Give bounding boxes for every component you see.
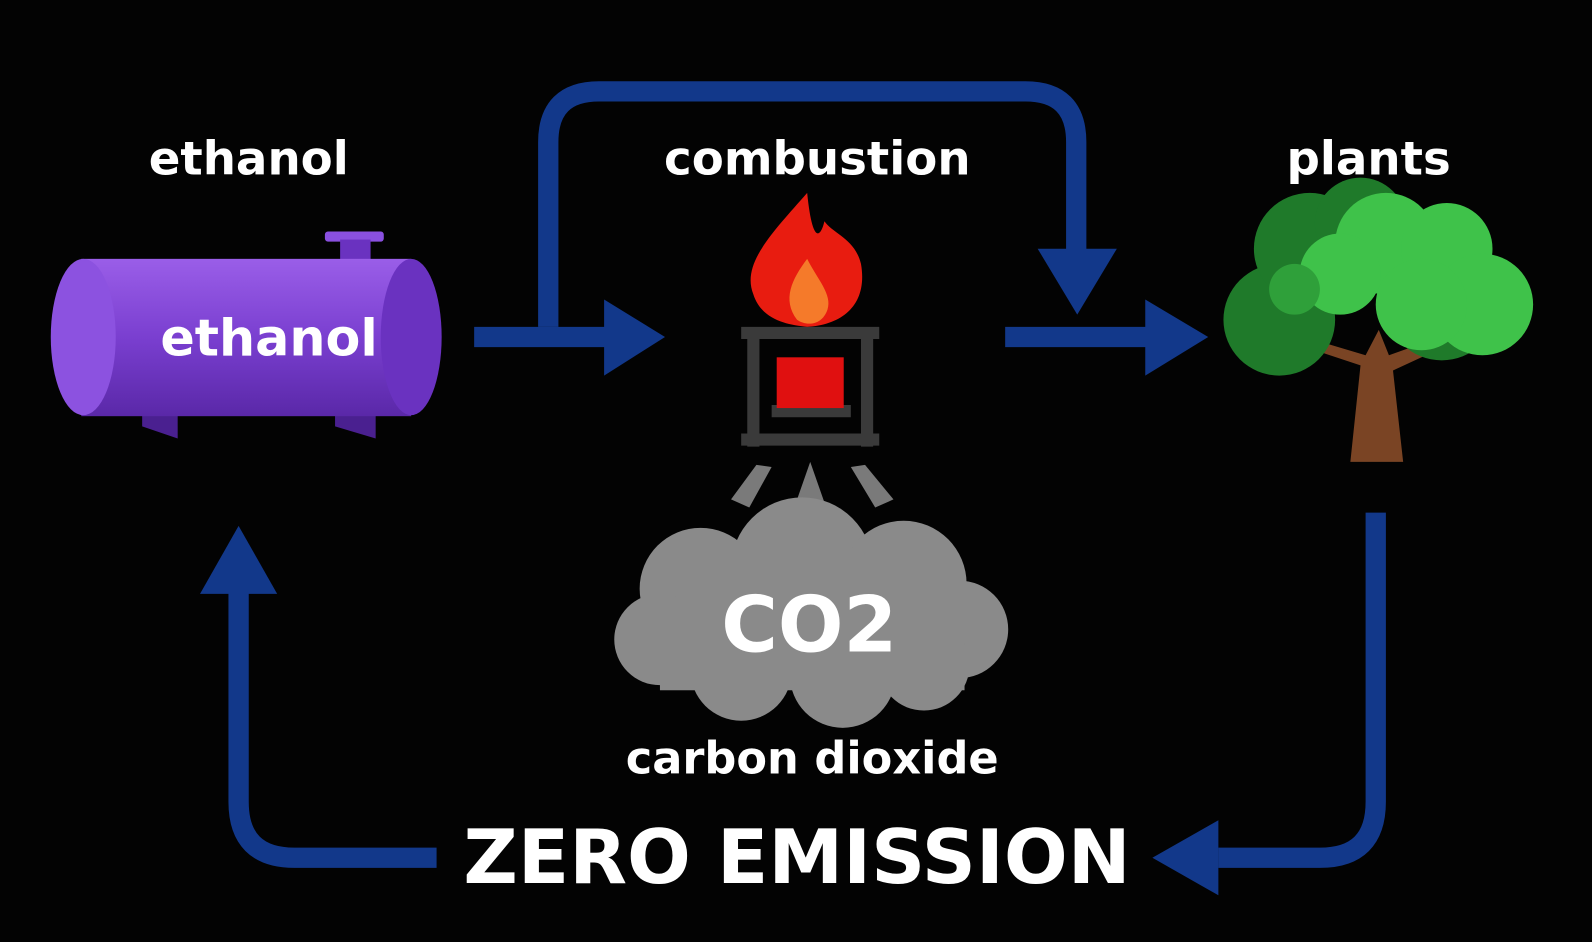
ethanol-heading: ethanol bbox=[149, 133, 349, 187]
arrowheads bbox=[200, 248, 1219, 896]
flow-arrows bbox=[228, 81, 1386, 868]
zero-emission-title: ZERO EMISSION bbox=[463, 813, 1130, 901]
emission-rays-icon bbox=[731, 461, 894, 508]
arrow-return-up bbox=[228, 588, 437, 868]
co2-cloud-icon bbox=[614, 497, 1009, 728]
burner-flame-icon bbox=[741, 192, 880, 447]
tree-icon bbox=[1223, 177, 1534, 462]
arrow-loop-top bbox=[538, 81, 1087, 327]
arrowhead-down-icon bbox=[1037, 248, 1117, 315]
arrowhead-right-icon bbox=[604, 299, 666, 376]
ethanol-tank-icon: ethanol bbox=[50, 231, 442, 439]
tank-label: ethanol bbox=[160, 308, 377, 367]
combustion-heading: combustion bbox=[664, 133, 971, 187]
co2-label: CO2 bbox=[721, 581, 897, 671]
arrow-plants-down bbox=[1218, 512, 1386, 868]
carbon-dioxide-caption: carbon dioxide bbox=[626, 733, 999, 785]
arrowhead-left-icon bbox=[1152, 820, 1219, 896]
arrowhead-right-icon bbox=[1145, 299, 1209, 376]
arrowhead-up-icon bbox=[200, 525, 278, 594]
plants-heading: plants bbox=[1286, 133, 1450, 187]
